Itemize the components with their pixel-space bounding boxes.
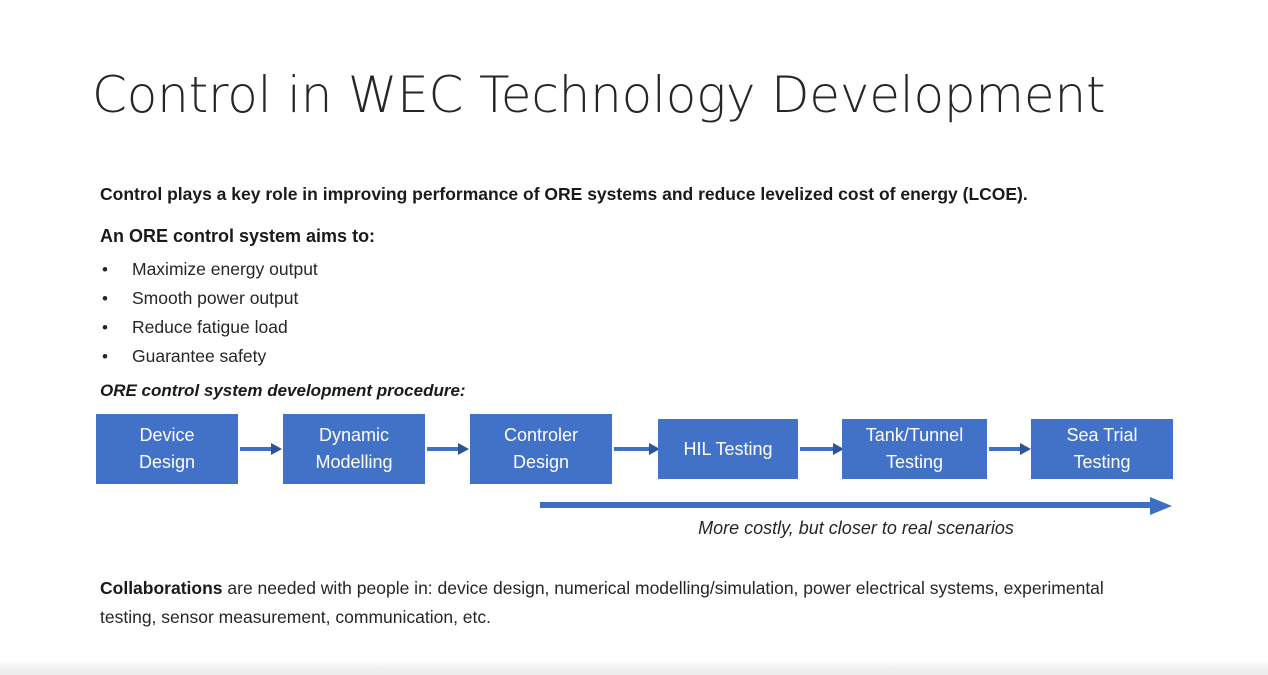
viewer-bottom-strip <box>0 661 1268 675</box>
flow-box-line2: Testing <box>1073 452 1131 472</box>
flow-box-line1: Device <box>139 425 195 445</box>
flow-box-line1: Sea Trial <box>1066 425 1138 445</box>
collaboration-paragraph: Collaborations are needed with people in… <box>100 574 1160 632</box>
list-item-label: Guarantee safety <box>132 346 267 366</box>
list-item-label: Smooth power output <box>132 288 299 308</box>
flow-box-line1: Dynamic <box>318 425 389 445</box>
list-item: • Smooth power output <box>100 284 318 313</box>
list-item: • Guarantee safety <box>100 342 318 371</box>
page-title: Control in WEC Technology Development <box>92 66 1106 124</box>
flow-box-line2: Modelling <box>315 452 393 472</box>
flow-arrow-2-icon <box>427 443 469 455</box>
bullet-marker-icon: • <box>102 260 108 279</box>
flow-box-line1: Controler <box>503 425 579 445</box>
list-item-label: Reduce fatigue load <box>132 317 288 337</box>
lead-statement: Control plays a key role in improving pe… <box>100 184 1028 204</box>
bullet-marker-icon: • <box>102 347 108 366</box>
flow-box-line1: HIL Testing <box>683 438 773 459</box>
slide-canvas: Control in WEC Technology Development Co… <box>92 66 1173 632</box>
flow-box-line2: Design <box>512 452 570 472</box>
bullet-marker-icon: • <box>102 289 108 308</box>
flow-box-sea-trial-testing[interactable]: Sea Trial Testing <box>1031 419 1173 479</box>
flow-arrow-1-icon <box>240 443 282 455</box>
list-item: • Reduce fatigue load <box>100 313 318 342</box>
aims-heading: An ORE control system aims to: <box>100 226 376 246</box>
flow-box-hil-testing[interactable]: HIL Testing <box>658 419 798 479</box>
collaboration-bold-lead: Collaborations <box>100 578 223 598</box>
aims-bullet-list: • Maximize energy output • Smooth power … <box>100 255 318 371</box>
arrow-caption: More costly, but closer to real scenario… <box>698 518 1014 538</box>
flow-box-line2: Design <box>138 452 196 472</box>
procedure-heading: ORE control system development procedure… <box>100 381 466 400</box>
flow-box-line1: Tank/Tunnel <box>865 425 964 445</box>
flow-arrow-4-icon <box>800 443 844 455</box>
flow-arrow-3-icon <box>614 443 660 455</box>
flow-box-dynamic-modelling[interactable]: Dynamic Modelling <box>283 414 425 484</box>
flow-box-device-design[interactable]: Device Design <box>96 414 238 484</box>
flow-box-controler-design[interactable]: Controler Design <box>470 414 612 484</box>
flow-arrow-5-icon <box>989 443 1031 455</box>
flow-box-line2: Testing <box>885 452 944 472</box>
list-item-label: Maximize energy output <box>132 259 318 279</box>
list-item: • Maximize energy output <box>100 255 318 284</box>
collaboration-rest: are needed with people in: device design… <box>100 578 1104 627</box>
bullet-marker-icon: • <box>102 318 108 337</box>
cost-progression-arrow-icon <box>540 497 1172 515</box>
flow-box-tank-tunnel-testing[interactable]: Tank/Tunnel Testing <box>842 419 987 479</box>
